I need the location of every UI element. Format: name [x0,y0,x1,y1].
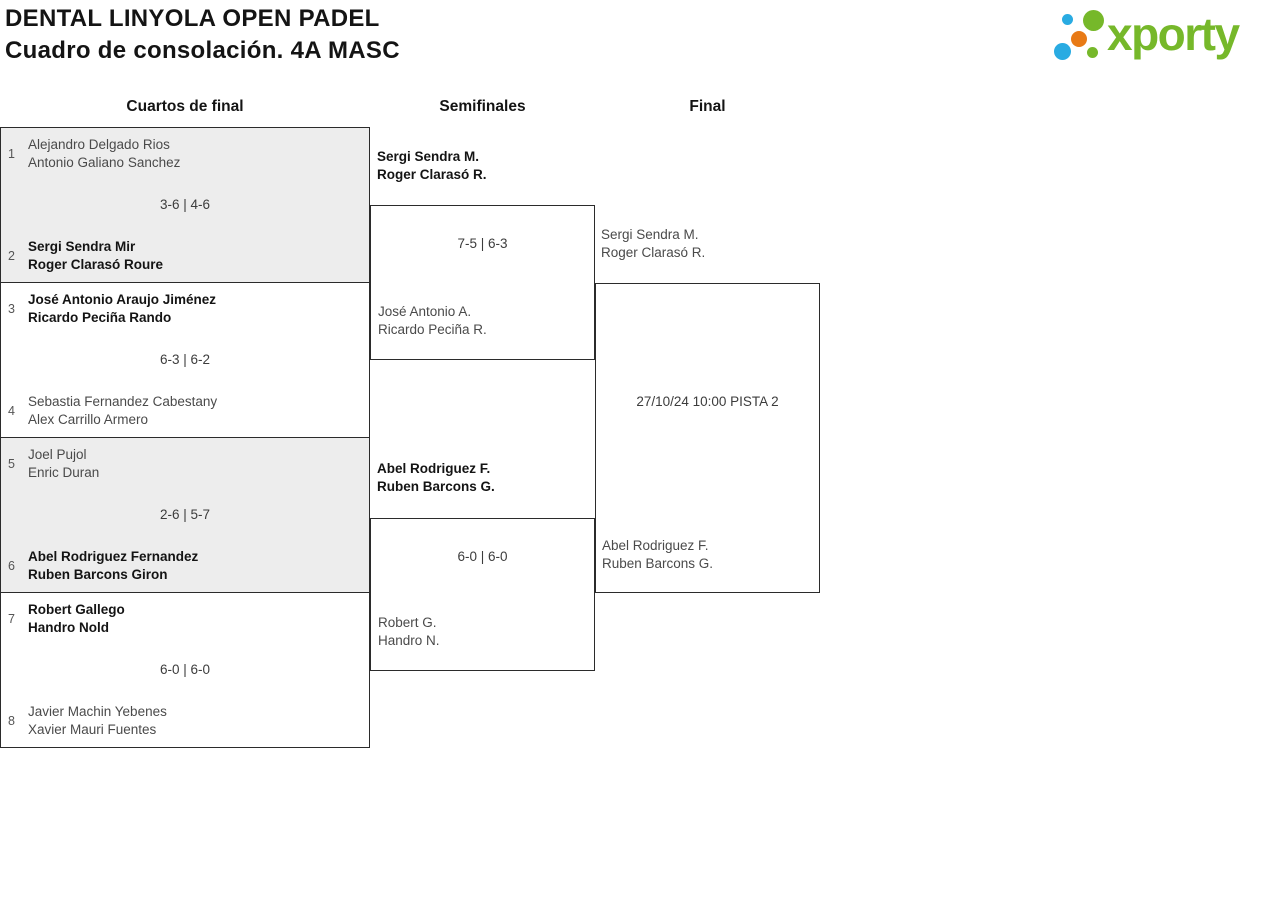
player-name: Ruben Barcons Giron [28,567,168,582]
player-name: Abel Rodriguez F. [377,461,491,476]
player-name: José Antonio Araujo Jiménez [28,292,217,307]
semifinal-match-1: 7-5 | 6-3 José Antonio A. Ricardo Peciña… [370,205,595,360]
quarterfinal-match-3: 5 Joel Pujol Enric Duran 2-6 | 5-7 6 Abe… [1,438,369,593]
team-names: Joel Pujol Enric Duran [28,446,99,482]
round-header-quarterfinals: Cuartos de final [126,98,244,115]
quarterfinal-match-2: 3 José Antonio Araujo Jiménez Ricardo Pe… [1,283,369,438]
player-name: Alejandro Delgado Rios [28,137,170,152]
match-score: 6-3 | 6-2 [159,352,211,367]
quarterfinals-column: 1 Alejandro Delgado Rios Antonio Galiano… [0,127,370,748]
team-names: Abel Rodriguez F. Ruben Barcons G. [602,537,713,573]
round-header-final: Final [689,98,726,115]
player-name: Roger Clarasó Roure [28,257,164,272]
final-match: 27/10/24 10:00 PISTA 2 Abel Rodriguez F.… [595,283,820,593]
player-name: Handro N. [378,633,440,648]
player-name: José Antonio A. [378,304,472,319]
xporty-wordmark: xporty [1107,8,1240,60]
round-header-semifinals: Semifinales [439,98,526,115]
player-name: Ricardo Peciña Rando [28,310,172,325]
xporty-logo: xporty [1048,2,1276,70]
bracket-subtitle: Cuadro de consolación. 4A MASC [5,37,400,64]
logo-dot-blue-small-icon [1062,14,1073,25]
match-score: 6-0 | 6-0 [457,549,508,564]
player-name: Alex Carrillo Armero [28,412,149,427]
semifinal-match-2: 6-0 | 6-0 Robert G. Handro N. [370,518,595,671]
player-name: Ricardo Peciña R. [378,322,487,337]
player-name: Sebastia Fernandez Cabestany [28,394,218,409]
seed-number: 2 [8,249,15,263]
quarterfinal-match-1: 1 Alejandro Delgado Rios Antonio Galiano… [1,128,369,283]
player-name: Enric Duran [28,465,100,480]
player-name: Roger Clarasó R. [377,167,487,182]
player-name: Xavier Mauri Fuentes [28,722,157,737]
quarterfinal-match-4: 7 Robert Gallego Handro Nold 6-0 | 6-0 8… [1,593,369,747]
logo-dot-green-large-icon [1083,10,1104,31]
seed-number: 5 [8,457,15,471]
player-name: Roger Clarasó R. [601,245,706,260]
team-names-winner: Robert Gallego Handro Nold [28,601,125,637]
seed-number: 1 [8,147,15,161]
seed-number: 4 [8,404,15,418]
semifinal-2-advancing-team: Abel Rodriguez F. Ruben Barcons G. [377,460,495,496]
semifinal-1-advancing-team: Sergi Sendra M. Roger Clarasó R. [377,148,487,184]
seed-number: 7 [8,612,15,626]
player-name: Sergi Sendra M. [601,227,699,242]
team-names: Robert G. Handro N. [378,614,440,650]
tournament-title: DENTAL LINYOLA OPEN PADEL [5,5,380,32]
final-schedule: 27/10/24 10:00 PISTA 2 [636,394,779,409]
team-names: Javier Machin Yebenes Xavier Mauri Fuent… [28,703,167,739]
player-name: Ruben Barcons G. [377,479,495,494]
player-name: Handro Nold [28,620,109,635]
final-top-finalist: Sergi Sendra M. Roger Clarasó R. [601,226,705,262]
player-name: Joel Pujol [28,447,87,462]
team-names: Sebastia Fernandez Cabestany Alex Carril… [28,393,217,429]
player-name: Robert G. [378,615,437,630]
player-name: Javier Machin Yebenes [28,704,167,719]
seed-number: 6 [8,559,15,573]
match-score: 7-5 | 6-3 [457,236,508,251]
team-names-winner: Sergi Sendra Mir Roger Clarasó Roure [28,238,163,274]
team-names: Alejandro Delgado Rios Antonio Galiano S… [28,136,180,172]
player-name: Sergi Sendra Mir [28,239,136,254]
logo-dot-green-small-icon [1087,47,1098,58]
logo-dot-orange-icon [1071,31,1087,47]
seed-number: 8 [8,714,15,728]
team-names-winner: José Antonio Araujo Jiménez Ricardo Peci… [28,291,216,327]
player-name: Abel Rodriguez Fernandez [28,549,199,564]
logo-dot-blue-large-icon [1054,43,1071,60]
match-score: 3-6 | 4-6 [159,197,211,212]
team-names: José Antonio A. Ricardo Peciña R. [378,303,487,339]
player-name: Antonio Galiano Sanchez [28,155,181,170]
player-name: Abel Rodriguez F. [602,538,709,553]
match-score: 6-0 | 6-0 [159,662,211,677]
player-name: Sergi Sendra M. [377,149,480,164]
match-score: 2-6 | 5-7 [159,507,211,522]
seed-number: 3 [8,302,15,316]
player-name: Ruben Barcons G. [602,556,714,571]
team-names-winner: Abel Rodriguez Fernandez Ruben Barcons G… [28,548,198,584]
player-name: Robert Gallego [28,602,125,617]
